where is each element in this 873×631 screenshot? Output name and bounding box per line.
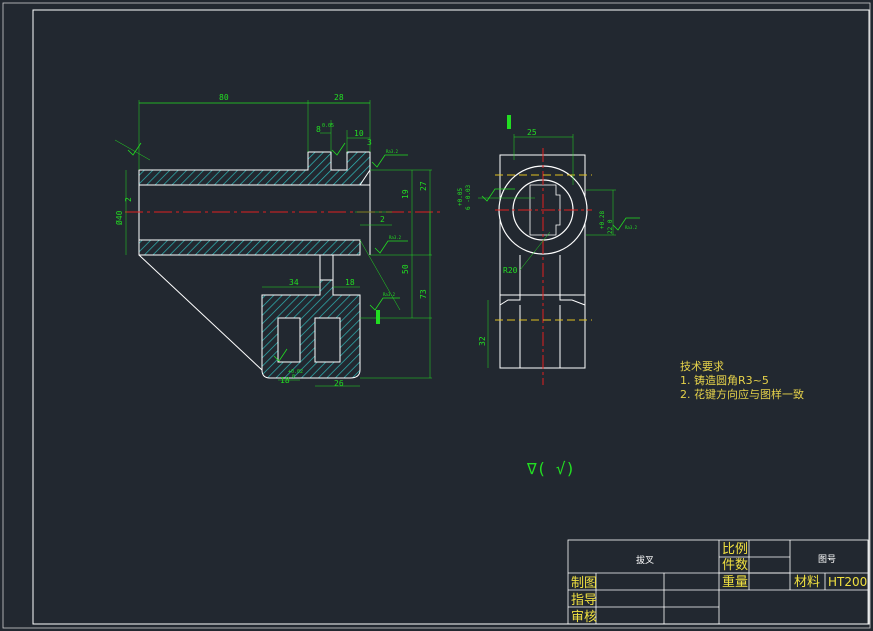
- dim-50: 50: [401, 264, 410, 274]
- tech-notes-title: 技术要求: [680, 360, 724, 373]
- tech-notes-line2: 2. 花键方向应与图样一致: [680, 387, 804, 401]
- roughness-label-1: Ra3.2: [386, 149, 399, 154]
- dim-80: 80: [219, 93, 229, 102]
- guide-label: 指导: [571, 593, 597, 608]
- dim-28: 28: [334, 93, 344, 102]
- material-value: HT200: [828, 575, 867, 589]
- part-name: 拔叉: [636, 554, 654, 566]
- tech-notes-line1: 1. 铸造圆角R3~5: [680, 373, 769, 387]
- roughness-label-4: Ra3.2: [625, 225, 638, 230]
- upper-hatch: [138, 151, 371, 186]
- title-block: [567, 539, 869, 625]
- inner-frame: [32, 9, 870, 625]
- dim-8: 8: [316, 125, 321, 134]
- dim-tol-1: +0.05: [457, 188, 464, 206]
- dim-26: 26: [334, 379, 344, 388]
- dim-05: 0.05: [322, 123, 334, 129]
- material-label: 材料: [794, 575, 820, 590]
- dim-R20: R20: [503, 266, 518, 275]
- dim-phi40: Ø40: [114, 210, 124, 225]
- dim-tol-4: 22 0: [607, 219, 614, 234]
- dim-10: 10: [354, 129, 364, 138]
- fork-hatch: [261, 279, 361, 379]
- general-roughness: ∇( √): [526, 459, 575, 478]
- dim-18-bottom: 18: [280, 376, 290, 385]
- weight-label: 重量: [722, 574, 748, 590]
- dim-25: 25: [527, 128, 537, 137]
- dim-2-side: 2: [124, 197, 133, 202]
- dim-tol-bottom-1: +0.02: [288, 369, 303, 375]
- dim-3: 3: [367, 138, 372, 147]
- dim-tol-bottom-2: 0: [292, 374, 295, 380]
- dim-tol-2: 6 -0.03: [465, 184, 472, 210]
- dim-32: 32: [478, 336, 487, 346]
- review-label: 审核: [571, 610, 597, 625]
- dim-34: 34: [289, 278, 299, 287]
- dim-2: 2: [380, 215, 385, 224]
- front-section-view: 80 28 8 10 3 19 27 2 50 73 34 18 18 26 Ø…: [114, 93, 440, 388]
- dim-tol-3: +0.28: [599, 211, 606, 229]
- roughness-label-3: Ra3.2: [383, 292, 396, 297]
- dim-18-mid: 18: [345, 278, 355, 287]
- quantity-label: 件数: [722, 558, 748, 573]
- dim-19: 19: [401, 189, 410, 199]
- side-view: 25 32 R20 +0.05 6 -0.03 +0.28 22 0 Ra3.2: [457, 115, 640, 385]
- drawing-no-label: 图号: [818, 554, 836, 565]
- drawn-label: 制图: [571, 576, 597, 591]
- lower-hatch-tube: [138, 239, 361, 256]
- roughness-label-2: Ra3.2: [389, 235, 402, 240]
- scale-label: 比例: [722, 542, 748, 557]
- dim-27: 27: [419, 181, 428, 191]
- dim-73: 73: [419, 289, 428, 299]
